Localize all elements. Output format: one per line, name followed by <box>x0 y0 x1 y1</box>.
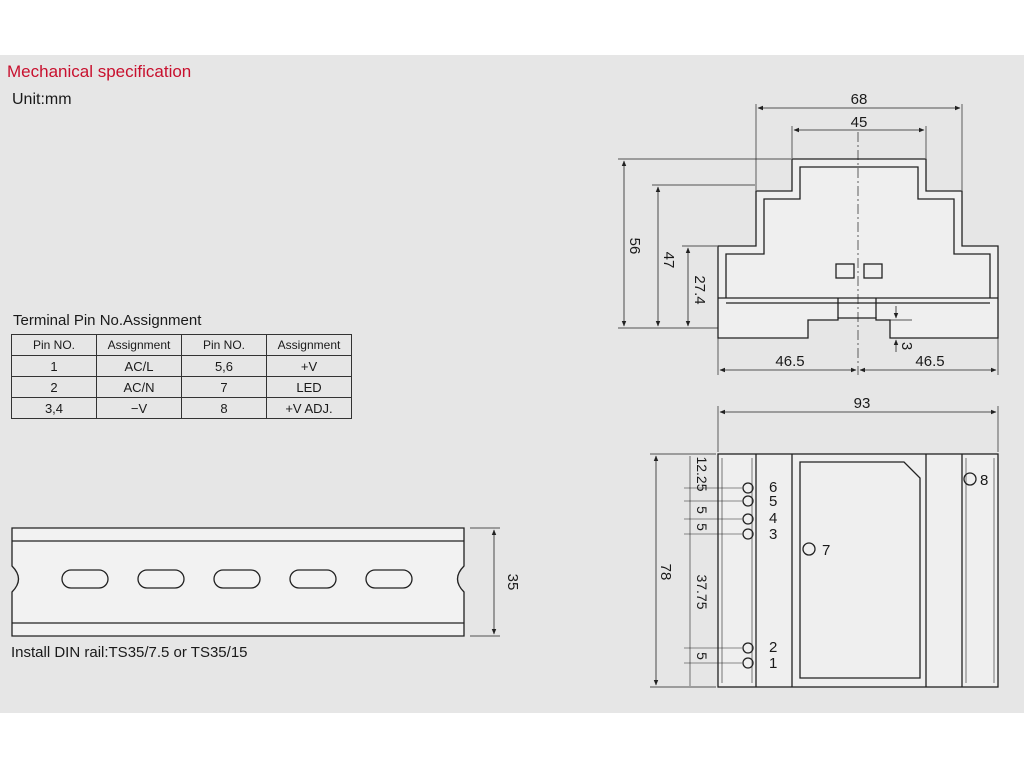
dim-47: 47 <box>660 252 677 269</box>
top-view-drawing <box>650 406 999 688</box>
dim-78: 78 <box>657 564 674 581</box>
din-rail-drawing <box>11 527 500 637</box>
dim-45: 45 <box>851 114 868 131</box>
unit-label: Unit:mm <box>12 91 72 108</box>
pin-label-3: 3 <box>769 526 777 543</box>
pin-label-4: 4 <box>769 510 777 527</box>
table-cell: +V ADJ. <box>266 397 352 419</box>
pin-label-1: 1 <box>769 655 777 672</box>
terminal-pin-table: Pin NO. Assignment Pin NO. Assignment 1 … <box>11 334 352 419</box>
pin-label-2: 2 <box>769 639 777 656</box>
dim-37-75: 37.75 <box>694 574 710 609</box>
dim-46-5-left: 46.5 <box>775 353 804 370</box>
din-rail-note: Install DIN rail:TS35/7.5 or TS35/15 <box>11 644 248 661</box>
pin-label-8: 8 <box>980 472 988 489</box>
dim-56: 56 <box>626 238 643 255</box>
dim-rail-35: 35 <box>504 574 521 591</box>
table-cell: 5,6 <box>181 355 267 377</box>
pin-label-5: 5 <box>769 493 777 510</box>
dim-46-5-right: 46.5 <box>915 353 944 370</box>
dim-5-bottom: 5 <box>694 652 710 660</box>
pin-label-7: 7 <box>822 542 830 559</box>
side-view-drawing <box>618 104 999 375</box>
table-cell: 3,4 <box>11 397 97 419</box>
table-cell: −V <box>96 397 182 419</box>
terminal-table-title: Terminal Pin No.Assignment <box>13 312 202 329</box>
dim-93: 93 <box>854 395 871 412</box>
dim-68: 68 <box>851 91 868 108</box>
dim-12-25: 12.25 <box>694 456 710 491</box>
pin-label-6: 6 <box>769 479 777 496</box>
table-row: 1 AC/L 5,6 +V <box>11 355 352 377</box>
dim-5-b: 5 <box>694 523 710 531</box>
dim-3: 3 <box>898 342 915 350</box>
table-row: 3,4 −V 8 +V ADJ. <box>11 397 352 419</box>
dim-5-a: 5 <box>694 506 710 514</box>
page-title: Mechanical specification <box>7 62 192 81</box>
dim-27-4: 27.4 <box>691 275 708 304</box>
